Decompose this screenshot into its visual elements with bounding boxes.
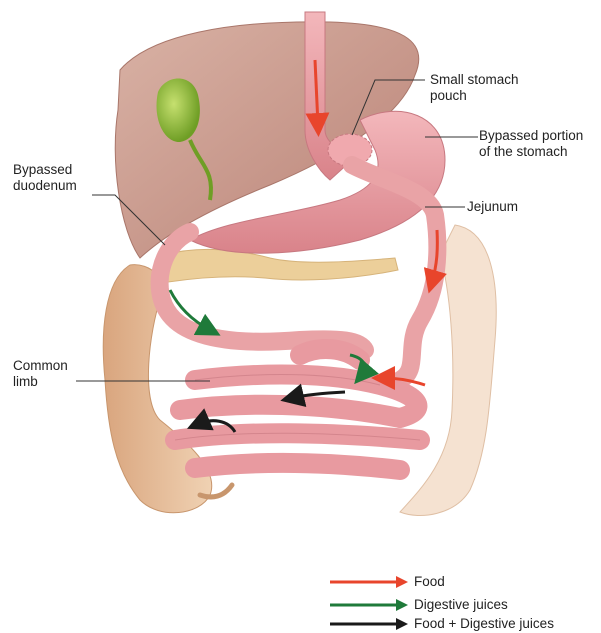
arrow-right-icon xyxy=(330,598,410,612)
arrow-right-icon xyxy=(330,617,410,631)
small-intestine-coils xyxy=(175,349,420,470)
label-bypassed-duodenum: Bypassed duodenum xyxy=(13,162,77,194)
legend-label: Food xyxy=(414,573,445,591)
arrow-right-icon xyxy=(330,575,410,589)
label-common-limb: Common limb xyxy=(13,358,68,390)
label-small-stomach-pouch: Small stomach pouch xyxy=(430,72,519,104)
legend-label: Food + Digestive juices xyxy=(414,615,554,633)
pancreas xyxy=(165,249,398,282)
label-jejunum: Jejunum xyxy=(467,199,518,215)
legend-label: Digestive juices xyxy=(414,596,508,614)
label-bypassed-portion: Bypassed portion of the stomach xyxy=(479,128,583,160)
